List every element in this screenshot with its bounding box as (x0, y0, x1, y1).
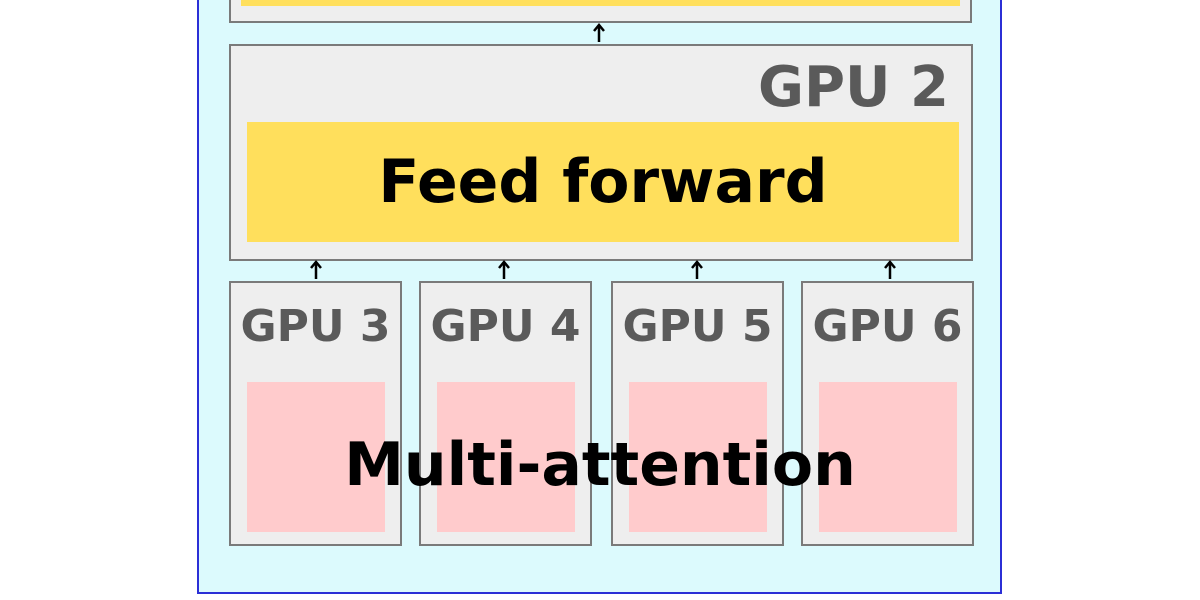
gpu3-label: GPU 3 (240, 301, 391, 352)
attention-head-block (629, 382, 767, 532)
attention-head-block (819, 382, 957, 532)
attention-head-block (247, 382, 385, 532)
gpu6-box: GPU 6 (801, 281, 974, 546)
arrow-up-icon (309, 260, 323, 280)
gpu5-label: GPU 5 (622, 301, 773, 352)
gpu2-label: GPU 2 (758, 55, 949, 120)
top-layer-block (241, 0, 960, 6)
multi-attention-label: Multi-attention (344, 430, 856, 500)
gpu2-box: GPU 2 Feed forward (229, 44, 973, 261)
gpu4-label: GPU 4 (430, 301, 581, 352)
arrow-up-icon (497, 260, 511, 280)
arrow-up-icon (592, 23, 606, 43)
gpu5-box: GPU 5 (611, 281, 784, 546)
feed-forward-label: Feed forward (378, 147, 828, 217)
attention-head-block (437, 382, 575, 532)
gpu3-box: GPU 3 (229, 281, 402, 546)
feed-forward-block: Feed forward (247, 122, 959, 242)
arrow-up-icon (690, 260, 704, 280)
gpu4-box: GPU 4 (419, 281, 592, 546)
top-gpu-box (229, 0, 972, 23)
gpu6-label: GPU 6 (812, 301, 963, 352)
arrow-up-icon (883, 260, 897, 280)
